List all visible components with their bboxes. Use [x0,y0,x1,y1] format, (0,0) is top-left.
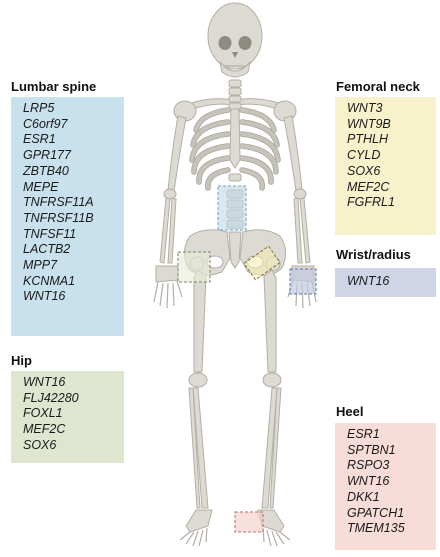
lumbar-spine-highlight [218,186,246,230]
gene-label: CYLD [347,148,436,164]
gene-label: FOXL1 [23,406,124,422]
gene-label: TNFRSF11A [23,195,124,211]
heel-title: Heel [336,404,363,419]
gene-label: SOX6 [23,438,124,454]
gene-label: ESR1 [347,427,436,443]
right-leg [258,257,290,546]
gene-label: TNFSF11 [23,227,124,243]
gene-label: KCNMA1 [23,274,124,290]
gene-label: GPATCH1 [347,506,436,522]
gene-label: C6orf97 [23,117,124,133]
gene-label: SPTBN1 [347,443,436,459]
gene-label: FLJ42280 [23,391,124,407]
gene-label: ESR1 [23,132,124,148]
gene-label: WNT16 [23,289,124,305]
gene-label: DKK1 [347,490,436,506]
cervical-spine [229,80,241,95]
hip-highlight [178,252,210,282]
hip-title: Hip [11,353,32,368]
gene-label: TMEM135 [347,521,436,537]
left-leg [180,257,212,546]
gene-label: TNFRSF11B [23,211,124,227]
lumbar-spine-title: Lumbar spine [11,79,96,94]
femoral-neck-title: Femoral neck [336,79,420,94]
heel-highlight [235,512,263,532]
wrist-radius-highlight [290,269,316,294]
gene-label: MEF2C [23,422,124,438]
gene-label: WNT9B [347,117,436,133]
gene-label: ZBTB40 [23,164,124,180]
gene-label: SOX6 [347,164,436,180]
gene-label: FGFRL1 [347,195,436,211]
gene-label: WNT3 [347,101,436,117]
gene-label: LRP5 [23,101,124,117]
gene-label: GPR177 [23,148,124,164]
gene-label: MPP7 [23,258,124,274]
gene-label: MEPE [23,180,124,196]
gene-label: LACTB2 [23,242,124,258]
gene-label: RSPO3 [347,458,436,474]
wrist-radius-title: Wrist/radius [336,247,411,262]
gene-label: WNT16 [23,375,124,391]
skull [208,3,262,77]
gene-label: WNT16 [347,274,436,290]
gene-label: PTHLH [347,132,436,148]
gene-label: MEF2C [347,180,436,196]
wrist-radius-gene-panel: WNT16 [335,268,436,297]
gene-label: WNT16 [347,474,436,490]
